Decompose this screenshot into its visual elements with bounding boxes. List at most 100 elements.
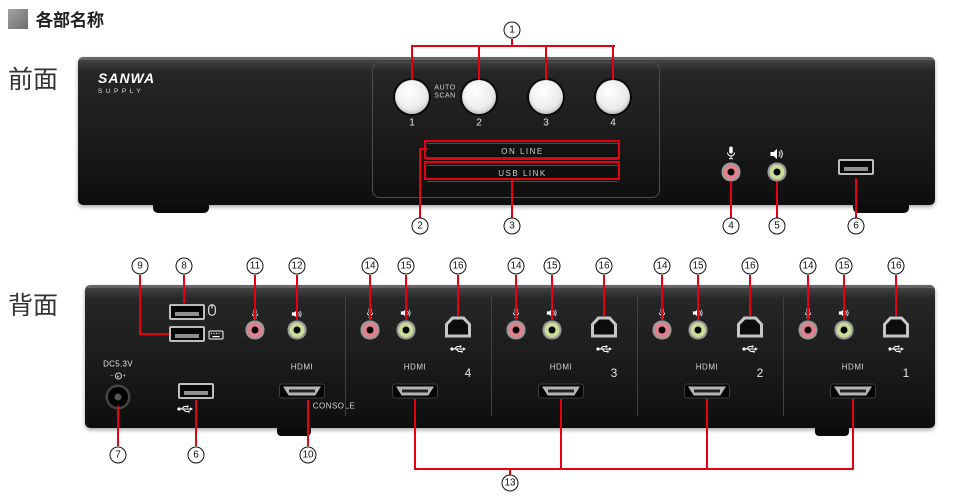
- callout-15: 15: [835, 257, 853, 275]
- audio-jack-port: [840, 326, 848, 334]
- channel-group-2: HDMI 2: [637, 285, 783, 428]
- hdmi-slot: [289, 389, 315, 393]
- usb-a-port-keyboard: [169, 326, 205, 342]
- mic-jack-port: [512, 326, 520, 334]
- callout-line: [457, 275, 459, 316]
- speaker-icon: [400, 308, 412, 318]
- callout-line: [730, 182, 732, 218]
- dc-polarity-mark: −+: [110, 372, 126, 380]
- hdmi-slot: [548, 389, 574, 393]
- usb-b-port: [445, 316, 471, 338]
- rear-device: DC5.3V −+ HDMI CONSOLE: [85, 285, 935, 436]
- online-label: ON LINE: [501, 147, 544, 156]
- button-number-2: 2: [476, 117, 482, 129]
- callout-line: [843, 275, 845, 320]
- mic-jack-port: [366, 326, 374, 334]
- speaker-jack-port: [773, 168, 781, 176]
- channel-number: 3: [610, 366, 618, 380]
- callout-2: 2: [411, 217, 429, 235]
- auto-scan-line1: AUTO: [434, 84, 456, 92]
- hdmi-inner: [283, 386, 321, 396]
- usb-tongue: [184, 391, 208, 395]
- callout-line: [117, 406, 119, 446]
- speaker-icon: [291, 309, 303, 319]
- section-divider: [637, 297, 638, 416]
- audio-jack-port: [402, 326, 410, 334]
- hdmi-inner: [396, 386, 434, 396]
- page-title: 各部名称: [36, 11, 104, 30]
- header: 各部名称: [8, 6, 104, 31]
- callout-1: 1: [503, 21, 521, 39]
- callout-15: 15: [689, 257, 707, 275]
- callout-line: [551, 275, 553, 320]
- dc-pin: [114, 393, 122, 401]
- channel-number: 2: [756, 366, 764, 380]
- usb-icon: [596, 344, 612, 354]
- dc-voltage-label: DC5.3V: [103, 359, 133, 369]
- callout-line: [511, 39, 513, 46]
- callout-line: [478, 45, 480, 80]
- channel-group-4: HDMI 4: [345, 285, 491, 428]
- port-select-button-2: [462, 80, 496, 114]
- callout-line: [515, 275, 517, 320]
- mic-jack-port: [658, 326, 666, 334]
- section-divider: [345, 297, 346, 416]
- callout-line: [307, 400, 309, 446]
- callout-line: [661, 275, 663, 320]
- callout-16: 16: [741, 257, 759, 275]
- hdmi-slot: [840, 389, 866, 393]
- keyboard-icon: [208, 330, 224, 340]
- usb-link-led-strip: USB LINK: [427, 165, 618, 182]
- callout-16: 16: [449, 257, 467, 275]
- channel-number: 1: [902, 366, 910, 380]
- callout-line: [405, 275, 407, 320]
- usb-a-port-shared: [178, 383, 214, 399]
- speaker-icon: [838, 308, 850, 318]
- callout-6: 6: [847, 217, 865, 235]
- button-number-3: 3: [543, 117, 549, 129]
- callout-line: [296, 275, 298, 320]
- callout-line: [545, 45, 547, 80]
- callout-10: 10: [299, 446, 317, 464]
- callout-line: [560, 399, 562, 469]
- callout-11: 11: [246, 257, 264, 275]
- callout-line: [139, 275, 141, 334]
- callout-14: 14: [799, 257, 817, 275]
- callout-16: 16: [887, 257, 905, 275]
- callout-12: 12: [288, 257, 306, 275]
- usb-b-port: [883, 316, 909, 338]
- callout-14: 14: [361, 257, 379, 275]
- callout-line: [414, 468, 854, 470]
- mic-jack-port: [804, 326, 812, 334]
- auto-scan-label: AUTO SCAN: [434, 85, 455, 100]
- callout-line: [183, 275, 185, 303]
- callout-line: [411, 45, 615, 47]
- usb-b-port: [737, 316, 763, 338]
- callout-box-usblink: [424, 161, 620, 180]
- heading-marker: [8, 8, 28, 29]
- callout-line: [419, 148, 421, 218]
- callout-line: [855, 178, 857, 218]
- callout-line: [612, 45, 614, 80]
- callout-line: [697, 275, 699, 320]
- speaker-icon: [692, 308, 704, 318]
- hdmi-label: HDMI: [549, 362, 573, 372]
- section-divider: [491, 297, 492, 416]
- button-number-4: 4: [610, 117, 616, 129]
- front-section-label: 前面: [8, 66, 59, 94]
- hdmi-label: HDMI: [695, 362, 719, 372]
- rear-section-label: 背面: [8, 292, 59, 320]
- channel-group-3: HDMI 3: [491, 285, 637, 428]
- brand-logo: SANWA SUPPLY: [98, 70, 155, 95]
- callout-4: 4: [722, 217, 740, 235]
- usb-link-label: USB LINK: [498, 169, 547, 178]
- callout-line: [254, 275, 256, 320]
- callout-line: [139, 333, 169, 335]
- speaker-icon: [546, 308, 558, 318]
- device-foot: [277, 428, 311, 436]
- callout-line: [411, 45, 413, 80]
- callout-line: [603, 275, 605, 316]
- hdmi-inner: [542, 386, 580, 396]
- console-label: CONSOLE: [312, 401, 356, 411]
- hdmi-console-port: [279, 383, 325, 399]
